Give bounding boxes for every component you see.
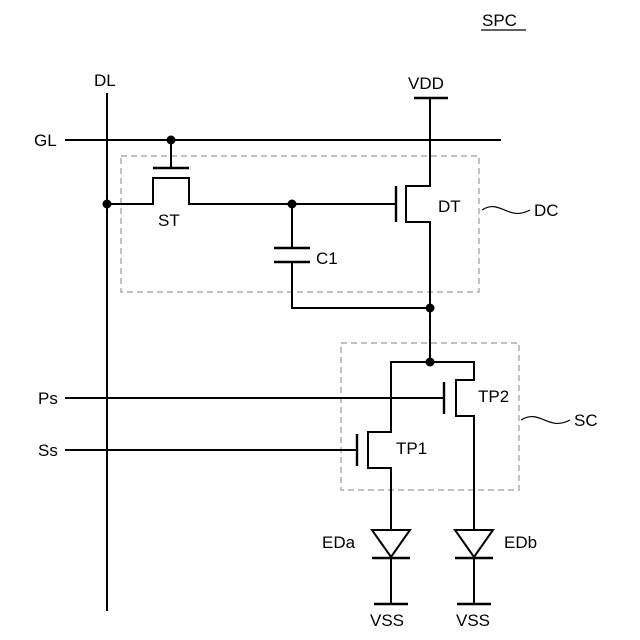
st-channel	[107, 178, 292, 204]
vss-b-label: VSS	[456, 611, 490, 630]
data-line-label: DL	[94, 71, 116, 90]
sc-label: SC	[574, 411, 598, 430]
edb-diode-triangle	[455, 530, 493, 557]
ps-label: Ps	[38, 389, 58, 408]
ss-label: Ss	[38, 441, 58, 460]
dl-junction-dot	[103, 200, 112, 209]
st-label: ST	[158, 211, 180, 230]
eda-label: EDa	[322, 533, 356, 552]
tp1-channel	[368, 432, 391, 530]
dt-label: DT	[438, 197, 461, 216]
dc-leader	[482, 207, 530, 214]
tp2-label: TP2	[478, 387, 509, 406]
diagram-title: SPC	[482, 11, 517, 30]
dt-channel	[406, 186, 430, 308]
tp1-label: TP1	[396, 439, 427, 458]
eda-diode-triangle	[372, 530, 410, 557]
edb-label: EDb	[504, 533, 537, 552]
sc-leader	[521, 417, 570, 424]
vdd-label: VDD	[408, 74, 444, 93]
dc-label: DC	[534, 201, 559, 220]
c1-label: C1	[316, 249, 338, 268]
tp2-channel	[456, 380, 474, 530]
vss-a-label: VSS	[370, 611, 404, 630]
gate-line-label: GL	[34, 131, 57, 150]
